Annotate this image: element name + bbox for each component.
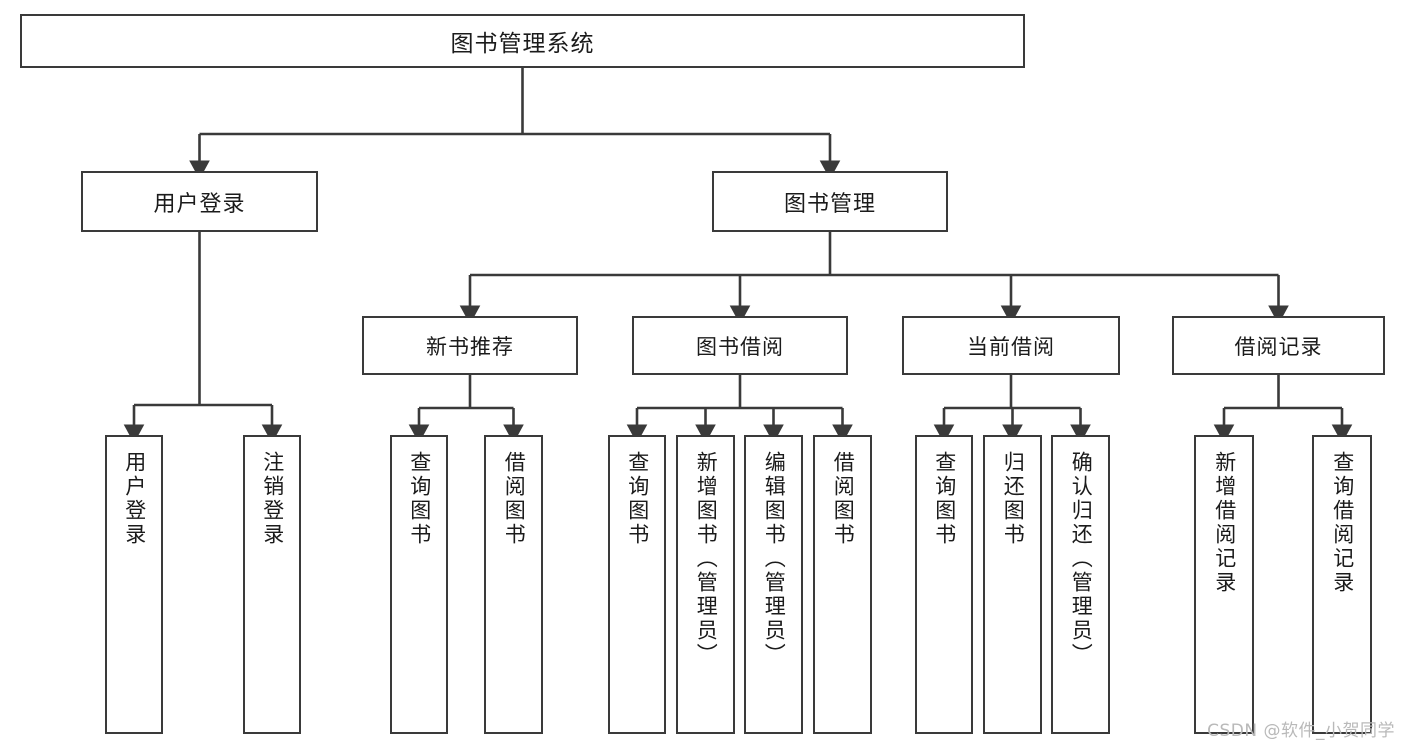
node-new-book-recommend-label: 新书推荐 (426, 334, 514, 359)
node-leaf-user-logout-label: 注销登录 (260, 451, 285, 547)
node-leaf-borrow-book-recommend-label: 借阅图书 (502, 451, 527, 547)
node-leaf-add-borrow-record-label: 新增借阅记录 (1212, 451, 1237, 595)
node-current-borrow-label: 当前借阅 (967, 334, 1055, 359)
node-leaf-query-book-recommend[interactable]: 查询图书 (390, 435, 448, 734)
node-current-borrow[interactable]: 当前借阅 (902, 316, 1120, 375)
node-leaf-user-login[interactable]: 用户登录 (105, 435, 163, 734)
node-leaf-query-book-borrow[interactable]: 查询图书 (608, 435, 666, 734)
node-leaf-add-book-admin-label: 新增图书（管理员） (694, 451, 719, 667)
node-leaf-edit-book-admin-label: 编辑图书（管理员） (762, 451, 787, 667)
node-leaf-borrow-book-recommend[interactable]: 借阅图书 (484, 435, 543, 734)
node-leaf-query-book-recommend-label: 查询图书 (407, 451, 432, 547)
node-borrow-record-label: 借阅记录 (1234, 334, 1323, 359)
node-leaf-return-book-label: 归还图书 (1001, 451, 1026, 547)
node-leaf-add-book-admin[interactable]: 新增图书（管理员） (676, 435, 735, 734)
node-user-login[interactable]: 用户登录 (81, 171, 318, 232)
node-root[interactable]: 图书管理系统 (20, 14, 1025, 68)
node-leaf-query-book-current-label: 查询图书 (932, 451, 957, 547)
node-leaf-query-borrow-record[interactable]: 查询借阅记录 (1312, 435, 1372, 734)
node-leaf-confirm-return-admin-label: 确认归还（管理员） (1069, 451, 1094, 667)
node-book-borrow-label: 图书借阅 (696, 334, 784, 359)
node-leaf-add-borrow-record[interactable]: 新增借阅记录 (1194, 435, 1254, 734)
node-borrow-record[interactable]: 借阅记录 (1172, 316, 1385, 375)
node-leaf-borrow-book[interactable]: 借阅图书 (813, 435, 872, 734)
node-leaf-borrow-book-label: 借阅图书 (831, 451, 856, 547)
node-user-login-label: 用户登录 (153, 191, 246, 217)
node-leaf-query-borrow-record-label: 查询借阅记录 (1330, 451, 1355, 595)
node-leaf-edit-book-admin[interactable]: 编辑图书（管理员） (744, 435, 803, 734)
node-root-label: 图书管理系统 (450, 31, 595, 57)
node-leaf-confirm-return-admin[interactable]: 确认归还（管理员） (1051, 435, 1110, 734)
node-leaf-return-book[interactable]: 归还图书 (983, 435, 1042, 734)
node-book-borrow[interactable]: 图书借阅 (632, 316, 848, 375)
node-new-book-recommend[interactable]: 新书推荐 (362, 316, 578, 375)
node-leaf-user-login-label: 用户登录 (122, 451, 147, 547)
node-leaf-query-book-current[interactable]: 查询图书 (915, 435, 973, 734)
node-book-manage[interactable]: 图书管理 (712, 171, 948, 232)
node-book-manage-label: 图书管理 (783, 191, 876, 217)
node-leaf-user-logout[interactable]: 注销登录 (243, 435, 301, 734)
watermark: CSDN @软件_小贺同学 (1207, 721, 1395, 741)
node-leaf-query-book-borrow-label: 查询图书 (625, 451, 650, 547)
